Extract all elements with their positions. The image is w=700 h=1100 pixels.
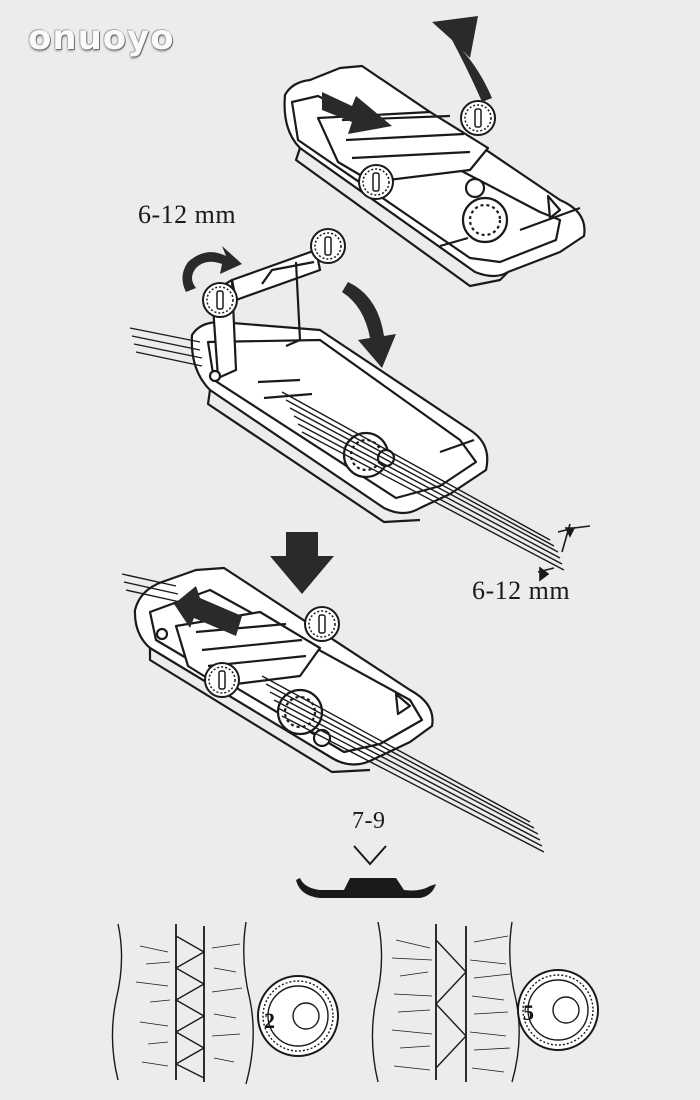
chevron-down-icon — [353, 845, 387, 866]
curved-down-arrow-icon — [342, 282, 396, 368]
dial-left-value: 2 — [264, 1008, 275, 1033]
ribbon-strands-bottom — [121, 573, 545, 853]
width-label-middle: 6-12 mm — [472, 576, 571, 605]
presser-foot-step-3 — [133, 566, 434, 774]
foot-profile-icon — [296, 878, 436, 898]
dial-left — [257, 975, 339, 1057]
dial-right — [517, 969, 599, 1051]
width-label-top: 6-12 mm — [138, 200, 237, 229]
stitch-sample-left — [111, 921, 254, 1085]
curved-arrow-icon — [432, 16, 492, 102]
push-arrow-icon — [174, 586, 242, 636]
ribbon-strands — [129, 327, 565, 571]
down-arrow-icon — [270, 532, 334, 594]
stitch-setting-label: 7-9 — [352, 808, 386, 834]
watermark: onuoyo — [28, 18, 175, 58]
dial-right-value: 5 — [523, 1000, 534, 1025]
rotate-arrow-icon — [182, 246, 242, 292]
push-arrow-icon — [322, 92, 392, 134]
presser-foot-step-2 — [190, 227, 489, 524]
width-dimension-marks — [537, 523, 591, 582]
stitch-sample-right — [371, 921, 520, 1083]
